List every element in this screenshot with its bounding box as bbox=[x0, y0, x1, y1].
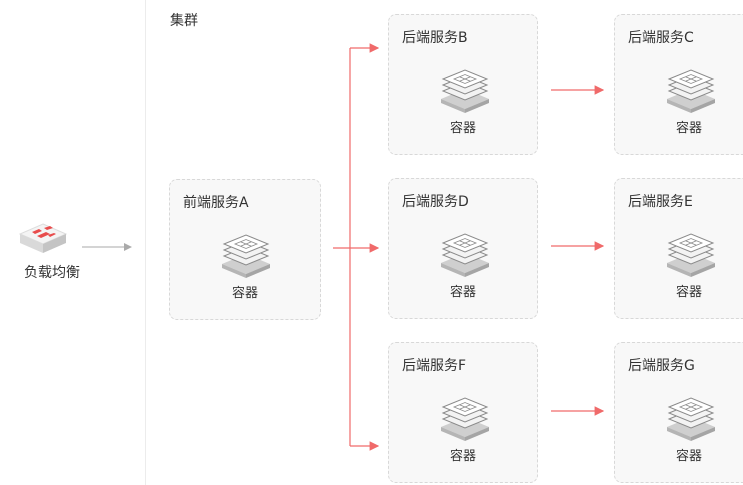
load-balancer-icon bbox=[18, 223, 68, 253]
cluster-boundary bbox=[145, 0, 146, 485]
frontend-service-a[interactable]: 前端服务A 容器 bbox=[169, 179, 321, 320]
backend-service-e[interactable]: 后端服务E 容器 bbox=[614, 178, 743, 319]
load-balancer-label: 负载均衡 bbox=[24, 265, 80, 281]
service-title: 后端服务B bbox=[402, 30, 468, 46]
container-stack-icon bbox=[441, 397, 489, 441]
container-label: 容器 bbox=[675, 449, 702, 464]
service-title: 后端服务C bbox=[628, 30, 694, 46]
container-stack-icon bbox=[667, 233, 715, 277]
container-stack-icon bbox=[667, 397, 715, 441]
container-label: 容器 bbox=[675, 121, 702, 136]
backend-service-d[interactable]: 后端服务D 容器 bbox=[388, 178, 538, 319]
container-label: 容器 bbox=[675, 285, 702, 300]
cluster-label: 集群 bbox=[170, 13, 198, 29]
backend-service-c[interactable]: 后端服务C 容器 bbox=[614, 14, 743, 155]
service-title: 后端服务G bbox=[628, 358, 695, 374]
container-label: 容器 bbox=[449, 285, 476, 300]
service-title: 后端服务D bbox=[402, 194, 469, 210]
backend-service-b[interactable]: 后端服务B 容器 bbox=[388, 14, 538, 155]
service-title: 后端服务E bbox=[628, 194, 693, 210]
container-stack-icon bbox=[667, 69, 715, 113]
container-stack-icon bbox=[222, 234, 270, 278]
container-label: 容器 bbox=[449, 449, 476, 464]
service-title: 前端服务A bbox=[183, 195, 249, 211]
container-stack-icon bbox=[441, 69, 489, 113]
service-title: 后端服务F bbox=[402, 358, 467, 374]
container-label: 容器 bbox=[231, 286, 258, 301]
backend-service-g[interactable]: 后端服务G 容器 bbox=[614, 342, 743, 483]
container-stack-icon bbox=[441, 233, 489, 277]
backend-service-f[interactable]: 后端服务F 容器 bbox=[388, 342, 538, 483]
container-label: 容器 bbox=[449, 121, 476, 136]
